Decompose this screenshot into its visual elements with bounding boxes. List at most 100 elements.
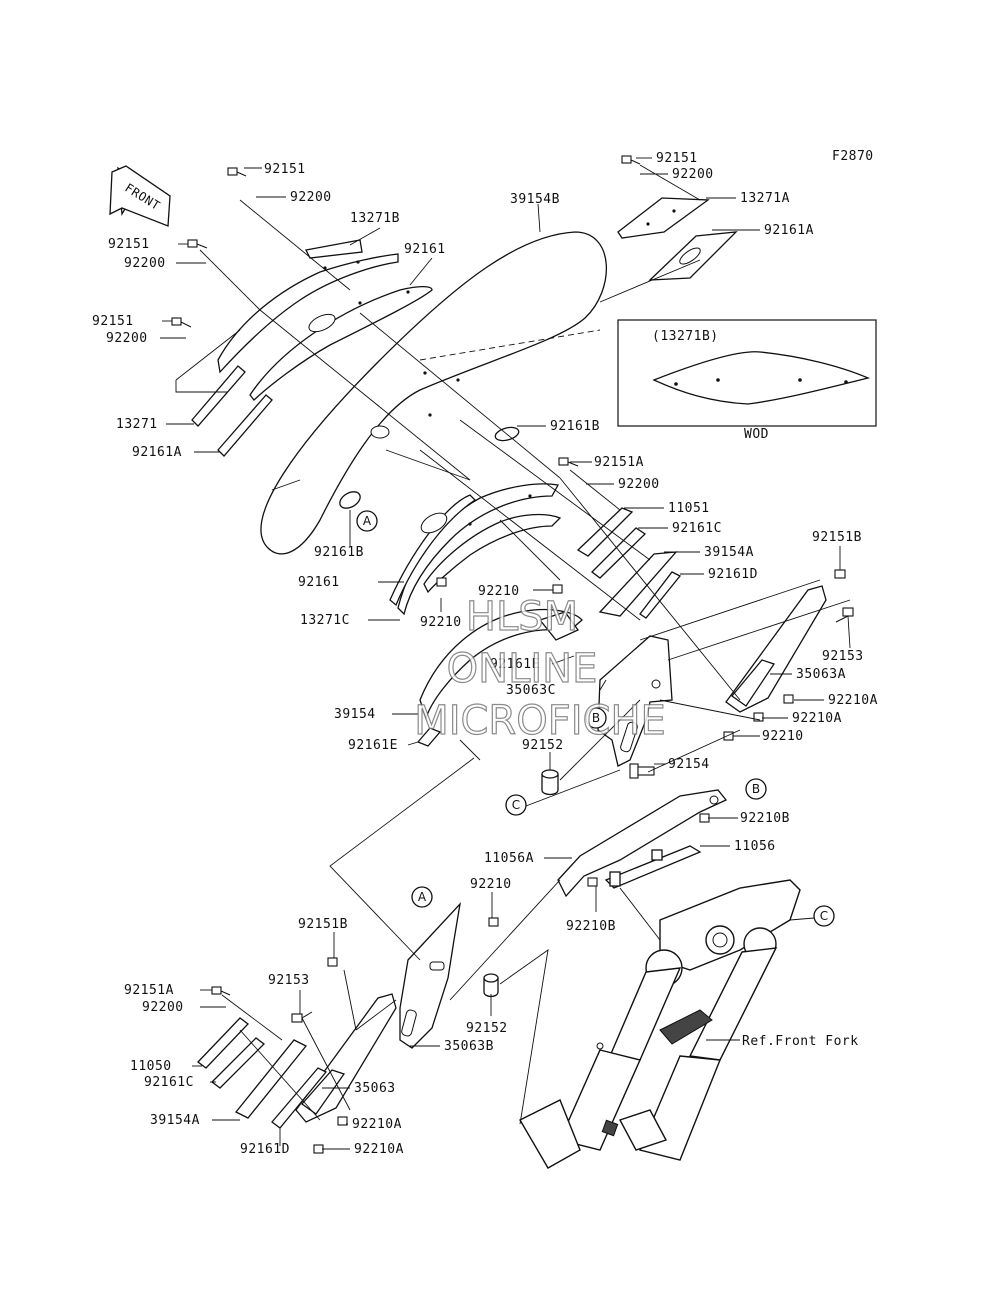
screw-92151-top-right <box>621 155 641 165</box>
part-label: 39154 <box>334 707 376 722</box>
pad-92161e-lower <box>416 727 442 747</box>
part-label: 11051 <box>668 501 710 516</box>
pad-39154a-lower <box>234 1039 308 1119</box>
svg-text:C: C <box>512 798 520 812</box>
part-label: 13271A <box>740 191 790 206</box>
part-label: 92161 <box>298 575 340 590</box>
pad-92161e-upper <box>538 611 579 641</box>
watermark-line: MICROFICHE <box>414 698 666 744</box>
part-label: 92210 <box>478 584 520 599</box>
svg-text:A: A <box>418 890 427 904</box>
windshield-39154b <box>260 231 607 555</box>
part-label: 92151 <box>656 151 698 166</box>
part-label: 92152 <box>522 738 564 753</box>
part-label: 92161B <box>314 545 364 560</box>
screw-92151-top <box>227 167 247 177</box>
nut-92210-lower <box>488 917 499 927</box>
svg-text:B: B <box>752 782 760 796</box>
svg-text:B: B <box>592 711 600 725</box>
nut-92210-mid <box>552 584 563 594</box>
nut-92210a-lower-1 <box>337 1116 348 1126</box>
nut-92210b-lower <box>587 877 598 887</box>
collar-92152-upper <box>541 769 559 796</box>
screw-92151a-lower <box>211 986 231 996</box>
svg-text:A: A <box>363 514 372 528</box>
cover-13271b <box>217 239 399 374</box>
circle-ref-a-lower: A <box>411 886 433 908</box>
pad-92161d-lower <box>271 1067 328 1129</box>
svg-text:C: C <box>820 909 828 923</box>
front-arrow-icon: FRONT <box>109 165 171 227</box>
part-label: 92151A <box>124 983 174 998</box>
stay-11056 <box>604 845 702 889</box>
part-label: 92161 <box>404 242 446 257</box>
part-label: 92161A <box>132 445 182 460</box>
part-label: 92151 <box>264 162 306 177</box>
pad-92161a-right <box>648 231 738 281</box>
screw-92151a-mid <box>558 457 579 467</box>
nut-92210a-lower-2 <box>313 1144 324 1154</box>
bracket-35063b <box>399 901 461 1049</box>
part-label: 92151 <box>92 314 134 329</box>
part-label: 92161B <box>550 419 600 434</box>
leader-lines <box>160 157 851 1150</box>
pad-92161c-lower <box>211 1037 265 1089</box>
part-label: 92210A <box>828 693 878 708</box>
pad-92161a-left <box>217 394 273 457</box>
part-label: 92151B <box>298 917 348 932</box>
circle-ref-b-upper: B <box>585 707 607 729</box>
part-label: 13271B <box>350 211 400 226</box>
front-fork <box>519 879 801 1169</box>
part-label: 92200 <box>618 477 660 492</box>
watermark: HLSM ONLINE MICROFICHE <box>414 593 667 744</box>
circle-ref-c-upper: C <box>505 794 527 816</box>
part-label: 92210A <box>352 1117 402 1132</box>
part-label: 92153 <box>822 649 864 664</box>
part-label: 35063C <box>506 683 556 698</box>
part-label: 11050 <box>130 1059 172 1074</box>
figure-code: F2870 <box>832 149 874 164</box>
part-label: 39154A <box>704 545 754 560</box>
pad-13271a <box>617 197 710 239</box>
nut-92210-left <box>436 577 447 587</box>
screw-92151-left-2 <box>171 317 192 328</box>
part-label: 92210 <box>762 729 804 744</box>
part-label: 92161C <box>672 521 722 536</box>
part-label: 35063 <box>354 1081 396 1096</box>
part-label: 92210B <box>740 811 790 826</box>
rubber-92161 <box>249 285 433 401</box>
circle-ref-a-upper: A <box>356 510 378 532</box>
pad-11051 <box>576 507 634 557</box>
bolt-92154 <box>629 763 655 779</box>
part-label: 92200 <box>142 1000 184 1015</box>
part-label: 11056A <box>484 851 534 866</box>
washer-92161b-left <box>339 491 361 509</box>
nut-92210a-mid <box>753 712 764 722</box>
part-label: 92210B <box>566 919 616 934</box>
watermark-line: ONLINE <box>447 646 598 692</box>
bracket-35063c <box>597 635 673 767</box>
part-label: 13271C <box>300 613 350 628</box>
part-label: 13271 <box>116 417 158 432</box>
part-label: 92161E <box>490 657 540 672</box>
inset-caption: WOD <box>744 427 769 442</box>
collar-92152-lower <box>483 973 499 998</box>
circle-ref-c-lower: C <box>813 905 835 927</box>
part-label: 11056 <box>734 839 776 854</box>
bracket-35063 <box>295 993 397 1123</box>
part-labels: 92151 92200 13271B 92161 39154B 92151 92… <box>92 151 878 1157</box>
part-label: 92161C <box>144 1075 194 1090</box>
screw-92151-left <box>187 239 208 249</box>
stay-11056a <box>557 789 728 898</box>
part-label: 92200 <box>672 167 714 182</box>
part-label: 92200 <box>124 256 166 271</box>
part-label: 92200 <box>106 331 148 346</box>
part-label: 92210A <box>354 1142 404 1157</box>
part-label: 92210 <box>470 877 512 892</box>
part-label: 92152 <box>466 1021 508 1036</box>
part-label: 35063B <box>444 1039 494 1054</box>
bolt-92153-upper <box>835 607 854 623</box>
part-label: 92161A <box>764 223 814 238</box>
pad-13271 <box>191 365 246 427</box>
